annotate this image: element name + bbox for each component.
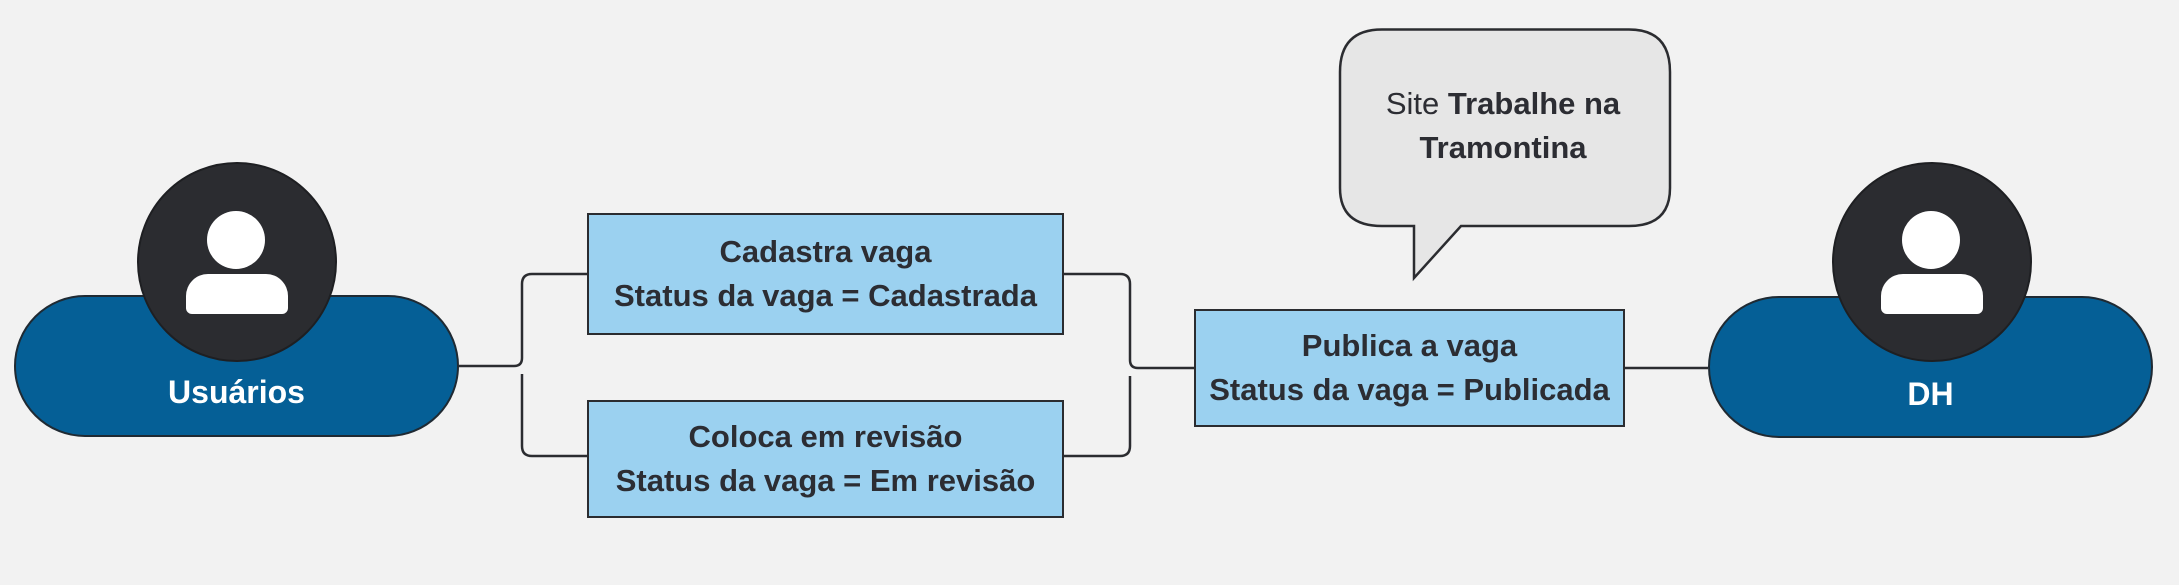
user-icon-body [1881,274,1983,314]
step-cadastra-vaga: Cadastra vaga Status da vaga = Cadastrad… [587,213,1064,335]
step-cadastra-status: Status da vaga = Cadastrada [614,278,1037,313]
callout-text: Site Trabalhe na Tramontina [1344,82,1662,170]
callout-site-name: Trabalhe na Tramontina [1419,86,1621,165]
step-revisao-title: Coloca em revisão [688,419,963,454]
step-publica-title: Publica a vaga [1301,328,1518,363]
step-publica-status: Status da vaga = Publicada [1209,372,1610,407]
step-revisao-status: Status da vaga = Em revisão [615,463,1036,498]
connector-usuarios-to-steps [459,272,587,458]
callout-prefix: Site [1385,86,1440,121]
step-coloca-em-revisao: Coloca em revisão Status da vaga = Em re… [587,400,1064,518]
user-icon [137,162,337,362]
step-cadastra-title: Cadastra vaga [719,234,932,269]
step-publica-vaga: Publica a vaga Status da vaga = Publicad… [1194,309,1625,427]
speech-bubble [1338,28,1672,282]
user-icon [1832,162,2032,362]
user-icon-head [1902,211,1960,269]
actor-usuarios-label: Usuários [168,374,305,410]
user-icon-body [186,274,288,314]
user-icon-head [207,211,265,269]
connector-steps-to-publica [1064,272,1194,458]
actor-dh-label: DH [1907,376,1954,412]
